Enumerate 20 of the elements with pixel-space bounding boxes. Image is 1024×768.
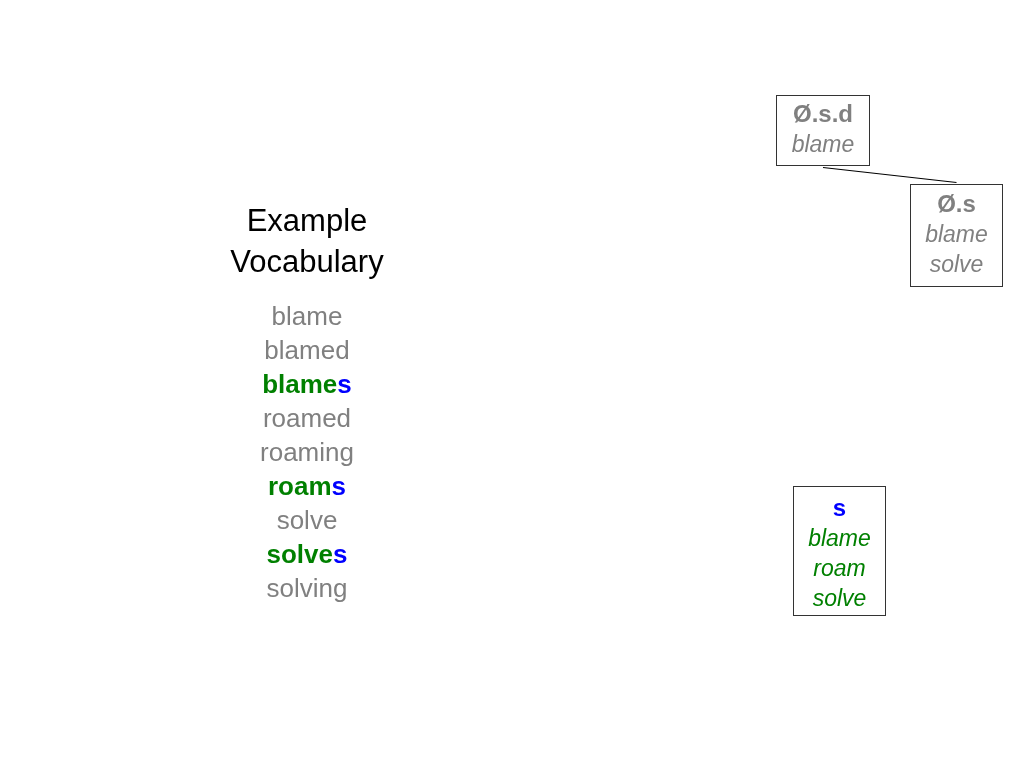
vocabulary-word: solving: [266, 572, 348, 605]
connector-line: [822, 166, 958, 184]
morpheme-box: [910, 184, 1003, 287]
stem-word: blame: [808, 524, 871, 553]
vocabulary-word: roamed: [262, 402, 352, 435]
suffix-heading: Ø.s.d: [793, 99, 853, 129]
stem-word: blame: [791, 130, 855, 159]
stem-word: solve: [812, 584, 867, 613]
vocabulary-word: roaming: [260, 436, 354, 469]
suffix-heading: Ø.s: [937, 189, 976, 219]
heading: Example Vocabulary: [229, 202, 385, 281]
morpheme-box: [776, 95, 870, 166]
vocabulary-word: blamed: [264, 334, 350, 367]
morpheme-box: [793, 486, 886, 616]
stem-word: roam: [813, 554, 866, 583]
suffix-heading: s: [832, 493, 847, 523]
vocabulary-word: solve: [276, 504, 338, 537]
vocabulary-word: blame: [271, 300, 343, 333]
stem-word: solve: [929, 250, 984, 279]
stem-word: blame: [925, 220, 988, 249]
